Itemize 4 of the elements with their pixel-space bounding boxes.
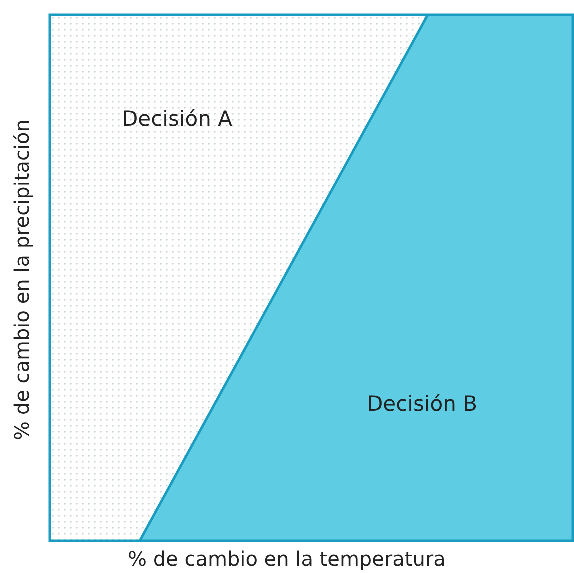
y-axis-title: % de cambio en la precipitación: [10, 120, 34, 440]
region-label: Decisión B: [367, 392, 478, 416]
x-axis-title: % de cambio en la temperatura: [128, 547, 446, 571]
region-label: Decisión A: [122, 107, 232, 131]
